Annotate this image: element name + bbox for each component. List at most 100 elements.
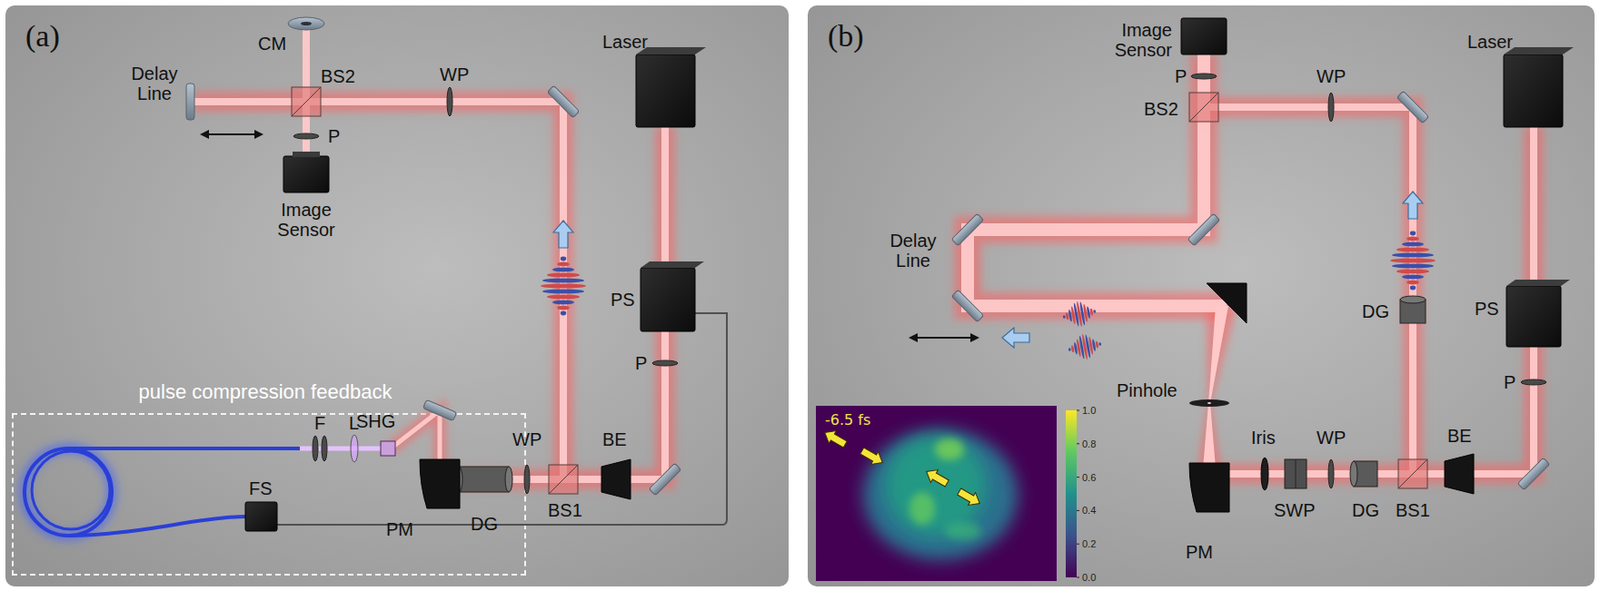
laser-beam <box>1206 306 1238 404</box>
component-label: F <box>314 413 326 434</box>
dispersive-glass <box>505 467 513 493</box>
propagation-arrow <box>1002 327 1030 348</box>
component-label: Image Sensor <box>273 199 339 240</box>
laser-beam <box>193 27 666 480</box>
component-label: PM <box>1185 542 1213 563</box>
mirror <box>648 463 681 496</box>
delay-mirror <box>951 213 984 246</box>
mirror <box>1517 457 1550 490</box>
laser-beam <box>1203 107 1413 475</box>
curved-mirror <box>288 17 325 30</box>
component-label: BS1 <box>1395 500 1431 521</box>
beam-splitter <box>1398 459 1428 489</box>
beam-splitter <box>1189 92 1219 122</box>
double-arrow <box>201 133 262 136</box>
dispersive-glass <box>1400 296 1426 304</box>
propagation-arrow <box>553 220 574 249</box>
laser-beam <box>1197 403 1222 469</box>
image-sensor <box>283 151 329 193</box>
polarizer <box>1191 73 1217 80</box>
beam-splitter <box>1398 459 1428 489</box>
interference-image <box>909 492 935 526</box>
component-label: PM <box>386 519 414 540</box>
mirror <box>1396 90 1429 123</box>
pulse-shaper <box>1506 286 1561 348</box>
mirror <box>422 399 457 421</box>
parabolic-mirror <box>419 459 460 509</box>
colorbar-tick-label: 0.2 <box>1082 538 1096 550</box>
prism-mirror <box>1206 283 1247 324</box>
signal-cable <box>277 313 727 526</box>
laser-beam <box>193 101 564 480</box>
polarizer <box>1191 73 1217 80</box>
laser-beam <box>1208 306 1229 404</box>
pinhole <box>1207 402 1212 405</box>
colorbar-tick-label: 0.0 <box>1082 572 1096 584</box>
colorbar-tick-label: 0.8 <box>1082 438 1096 450</box>
colorbar <box>1076 410 1080 578</box>
pulse-icon <box>1390 231 1436 291</box>
mirror <box>1187 213 1220 246</box>
colorbar-tick-label: 1.0 <box>1082 405 1096 417</box>
mirror <box>546 85 579 118</box>
double-arrow <box>910 337 978 339</box>
beam-expander <box>601 459 631 500</box>
iris <box>1261 457 1269 491</box>
lens <box>350 435 358 463</box>
optical-fiber <box>68 516 246 537</box>
waveplate <box>447 87 453 117</box>
pulse-shaper <box>1506 279 1571 348</box>
pulse-shaper <box>640 261 705 332</box>
image-sensor <box>1181 18 1227 55</box>
signal-cable <box>277 313 727 526</box>
laser-beam <box>967 54 1227 307</box>
waveplate <box>1328 459 1334 489</box>
component-label: SWP <box>1273 500 1316 521</box>
beam-splitter <box>548 465 578 495</box>
component-label: Laser <box>1467 31 1513 52</box>
delay-mirror <box>186 83 195 120</box>
beam-splitter <box>1189 92 1219 122</box>
component-label: Delay Line <box>880 230 946 271</box>
parabolic-mirror <box>1189 463 1230 513</box>
segmented-waveplate <box>1295 459 1297 489</box>
component-label: P <box>635 353 647 374</box>
pinhole <box>1189 399 1230 408</box>
beam-splitter <box>291 87 321 117</box>
optical-fiber <box>68 443 300 455</box>
component-label: BS2 <box>1143 99 1179 120</box>
parabolic-mirror <box>1189 463 1230 513</box>
waveplate <box>1328 459 1334 489</box>
iris <box>1261 457 1269 491</box>
optical-fiber <box>24 448 112 537</box>
fringe-arrow <box>858 445 887 470</box>
interference-image <box>934 438 964 461</box>
component-label: WP <box>512 429 542 450</box>
laser-source <box>636 47 706 128</box>
polarizer <box>293 133 319 140</box>
waveplate <box>1328 92 1334 122</box>
mirror <box>648 463 681 496</box>
component-label: BS1 <box>547 500 583 521</box>
propagation-arrow <box>1402 191 1423 219</box>
polarizer <box>652 360 678 367</box>
delay-mirror <box>186 83 195 120</box>
fringe-arrow <box>821 427 850 452</box>
beam-expander <box>601 459 631 500</box>
dispersive-glass <box>455 467 513 493</box>
laser-beam <box>1209 127 1534 475</box>
waveplate <box>447 87 453 117</box>
segmented-waveplate <box>1284 459 1307 489</box>
component-label: WP <box>439 64 469 85</box>
polarizer <box>1520 379 1547 386</box>
laser-source <box>636 54 696 128</box>
optical-fiber <box>24 448 112 537</box>
fringe-arrow <box>923 466 952 491</box>
dispersive-glass <box>1350 461 1378 487</box>
pulse-shaper <box>1506 279 1571 287</box>
filter <box>312 436 319 462</box>
fiber-spectrometer <box>245 502 278 532</box>
laser-beam <box>439 127 666 480</box>
delay-mirror <box>951 213 984 322</box>
laser-beam <box>1202 403 1216 469</box>
